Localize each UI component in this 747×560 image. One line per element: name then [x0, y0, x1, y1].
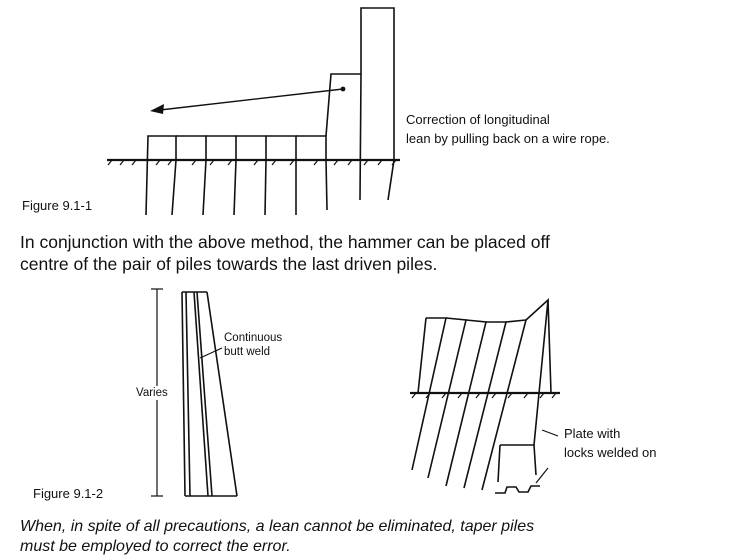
figure-label-2: Figure 9.1-2: [33, 486, 104, 501]
taper-pile: [151, 288, 238, 497]
pile-wall-with-plate: [410, 298, 560, 494]
plate-label-line-2: locks welded on: [564, 445, 657, 460]
wire-rope-arrow: [150, 86, 346, 114]
sheet-piles-fig1: [145, 7, 395, 216]
callout-line-1: Correction of longitudinal: [406, 112, 550, 127]
figure-label-1: Figure 9.1-1: [22, 198, 93, 213]
paragraph-2-line-2: must be employed to correct the error.: [20, 538, 291, 555]
callout-line-2: lean by pulling back on a wire rope.: [406, 131, 610, 146]
weld-label-line-1: Continuous: [224, 332, 283, 344]
dimension-label: Varies: [135, 386, 169, 400]
ground-line-fig1: [107, 158, 400, 166]
weld-label-line-2: butt weld: [224, 346, 271, 358]
paragraph-1-line-1: In conjunction with the above method, th…: [20, 232, 550, 252]
paragraph-1-line-2: centre of the pair of piles towards the …: [20, 254, 438, 274]
plate-label-line-1: Plate with: [564, 426, 621, 441]
paragraph-2-line-1: When, in spite of all precautions, a lea…: [20, 518, 535, 535]
